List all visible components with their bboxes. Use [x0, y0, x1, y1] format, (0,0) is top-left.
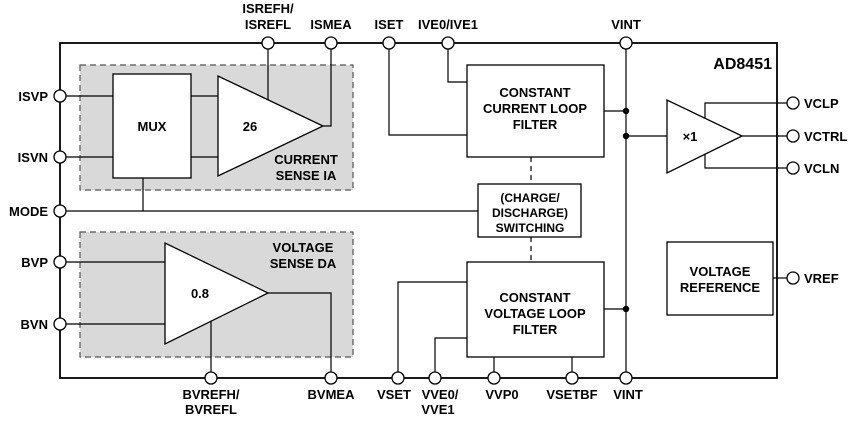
- mux-label: MUX: [138, 119, 167, 134]
- voltage-sense-amp: [164, 241, 270, 346]
- current-amp-gain: 26: [243, 119, 257, 134]
- voltage-sense-label: VOLTAGE: [273, 240, 334, 255]
- pin-label-vref: VREF: [804, 271, 839, 286]
- voltage-sense-label: SENSE DA: [270, 256, 337, 271]
- cv-filter-label: CONSTANT: [499, 290, 570, 305]
- vclp-wire: [704, 102, 788, 118]
- pin-label-isrefl: ISREFL: [245, 17, 291, 32]
- pin-label-isvp: ISVP: [18, 89, 48, 104]
- pin-label-vctrl: VCTRL: [804, 129, 847, 144]
- cv-filter-label: VOLTAGE LOOP: [484, 306, 586, 321]
- junction-dot: [622, 107, 630, 115]
- vcln-wire: [704, 154, 788, 169]
- pin-label-bvrefl: BVREFL: [185, 402, 237, 417]
- pin-label-bvrefh: BVREFH/: [182, 387, 239, 402]
- vref-block-label: REFERENCE: [680, 280, 761, 295]
- current-sense-amp: [217, 74, 325, 178]
- pin-label-isvn: ISVN: [18, 150, 48, 165]
- bvmea-wire: [268, 292, 332, 373]
- pin-label-vvp0: VVP0: [485, 387, 518, 402]
- iset-wire: [388, 48, 467, 136]
- pin-vint-top: [619, 36, 633, 50]
- cv-filter-label: FILTER: [513, 322, 558, 337]
- buffer-gain: ×1: [683, 129, 698, 144]
- pin-bvp: [53, 255, 67, 269]
- current-sense-label: CURRENT: [274, 152, 338, 167]
- pin-vref: [786, 271, 800, 285]
- cc-filter-label: CURRENT LOOP: [483, 101, 587, 116]
- constant-current-loop-filter: [466, 64, 605, 158]
- ismea-wire: [323, 48, 332, 127]
- vset-wire: [397, 281, 467, 373]
- cc-filter-label: FILTER: [513, 117, 558, 132]
- pin-label-iset: ISET: [375, 17, 404, 32]
- pin-ive: [441, 36, 455, 50]
- pin-vclp: [786, 96, 800, 110]
- pin-mode: [53, 204, 67, 218]
- vve-wire: [434, 337, 467, 373]
- pin-label-vint-top: VINT: [611, 17, 641, 32]
- charge-discharge-switching: [477, 183, 582, 238]
- pin-label-mode: MODE: [9, 204, 48, 219]
- voltage-amp-gain: 0.8: [191, 286, 209, 301]
- pin-vint-bottom: [619, 371, 633, 385]
- mux-block: [112, 73, 192, 179]
- pin-label-vclp: VCLP: [804, 96, 839, 111]
- pin-label-isrefh: ISREFH/: [242, 1, 294, 16]
- junction-dot: [622, 132, 630, 140]
- pin-vve: [428, 371, 442, 385]
- chip-name: AD8451: [713, 56, 772, 73]
- pin-label-vint-bottom: VINT: [613, 387, 643, 402]
- unity-buffer: [666, 98, 744, 175]
- pin-isvn: [53, 150, 67, 164]
- pin-vvp0: [487, 371, 501, 385]
- pin-ismea: [324, 36, 338, 50]
- pin-label-ive: IVE0/IVE1: [418, 17, 478, 32]
- pin-vsetbf: [565, 371, 579, 385]
- pin-label-vve0: VVE0/: [422, 387, 459, 402]
- switching-label: (CHARGE/: [500, 191, 560, 205]
- pin-label-ismea: ISMEA: [310, 17, 352, 32]
- pin-vset: [391, 371, 405, 385]
- constant-voltage-loop-filter: [466, 261, 605, 358]
- pin-iset: [382, 36, 396, 50]
- voltage-reference: [666, 241, 774, 316]
- pin-label-vsetbf: VSETBF: [546, 387, 597, 402]
- pin-label-bvn: BVN: [21, 317, 48, 332]
- current-sense-label: SENSE IA: [276, 168, 337, 183]
- pin-isvp: [53, 89, 67, 103]
- pin-bvref: [204, 371, 218, 385]
- pin-label-bvp: BVP: [21, 255, 48, 270]
- pin-label-bvmea: BVMEA: [308, 387, 356, 402]
- pin-bvn: [53, 317, 67, 331]
- cc-filter-label: CONSTANT: [499, 85, 570, 100]
- pin-bvmea: [324, 371, 338, 385]
- switching-label: DISCHARGE): [492, 206, 568, 220]
- pin-vcln: [786, 161, 800, 175]
- junction-dot: [622, 305, 630, 313]
- pin-vctrl: [786, 129, 800, 143]
- switching-label: SWITCHING: [496, 221, 565, 235]
- pin-isref: [261, 36, 275, 50]
- ive-wire: [447, 48, 467, 83]
- pin-label-vve1: VVE1: [421, 402, 454, 417]
- pin-label-vset: VSET: [377, 387, 411, 402]
- pin-label-vcln: VCLN: [804, 161, 839, 176]
- vref-block-label: VOLTAGE: [690, 264, 751, 279]
